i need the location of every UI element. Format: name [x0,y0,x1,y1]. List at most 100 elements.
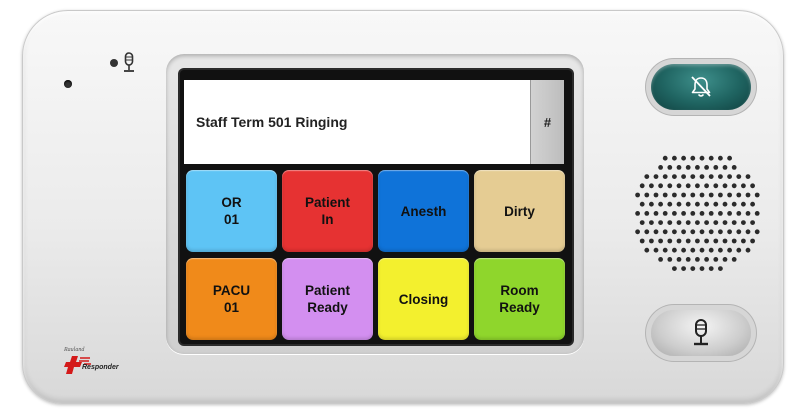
speaker-hole [658,238,663,244]
speaker-hole [731,238,737,244]
speaker-hole [699,211,705,216]
speaker-hole [667,220,673,225]
speaker-hole [690,211,696,216]
speaker-hole [685,257,691,262]
speaker-hole [685,183,691,189]
speaker-hole [754,192,760,198]
speaker-hole [667,257,673,262]
speaker-hole [699,192,705,198]
speaker-hole [754,229,760,235]
speaker-hole [731,183,737,189]
speaker-hole [722,238,728,244]
speaker-hole [639,183,645,189]
logo-prefix: Rauland [64,347,85,353]
speaker-hole [672,266,677,271]
touch-screen: Staff Term 501 Ringing # OR 01 Patient I… [180,70,572,344]
speaker-hole [681,211,686,216]
speaker-hole [658,165,663,170]
speaker-hole [745,211,751,216]
talk-button[interactable] [651,310,751,356]
speaker-hole [722,165,728,170]
mute-bell-icon [691,76,711,97]
speaker-hole [731,165,737,170]
speaker-hole [713,183,719,189]
speaker-hole [662,192,668,198]
speaker-hole [635,229,640,235]
speaker-hole [639,238,645,244]
status-button-grid: OR 01 Patient In Anesth Dirty PACU 01 Pa… [186,170,568,340]
call-status-text: Staff Term 501 Ringing [196,114,348,130]
speaker-hole [658,220,663,225]
speaker-hole [685,220,691,225]
speaker-hole [644,247,650,253]
speaker-hole [658,257,663,262]
microphone-icon [124,52,134,72]
speaker-hole [667,201,673,207]
speaker-hole [699,155,705,161]
speaker-hole [662,229,668,235]
speaker-hole [745,174,751,179]
mute-button[interactable] [651,64,751,110]
speaker-hole [708,155,714,161]
tile-patient-ready[interactable]: Patient Ready [282,258,373,340]
speaker-hole [672,192,677,198]
speaker-hole [699,229,705,235]
speaker-hole [718,174,723,179]
tile-dirty[interactable]: Dirty [474,170,565,252]
speaker-hole [690,266,696,271]
speaker-hole [662,211,668,216]
brand-logo: Rauland Responder [64,344,154,378]
speaker-hole [644,229,650,235]
logo-brand: Responder [82,364,119,371]
speaker-hole [736,247,742,253]
speaker-hole [695,257,700,262]
tile-room-ready[interactable]: Room Ready [474,258,565,340]
speaker-hole [722,201,728,207]
speaker-hole [649,183,654,189]
speaker-hole [685,201,691,207]
speaker-hole [741,183,746,189]
speaker-hole [635,192,640,198]
speaker-hole [727,247,732,253]
speaker-hole [667,183,673,189]
speaker-hole [672,229,677,235]
tile-patient-in[interactable]: Patient In [282,170,373,252]
microphone-hole [110,59,118,67]
microphone-icon [694,319,708,346]
speaker-hole [708,247,714,253]
speaker-hole [644,192,650,198]
speaker-hole [708,192,714,198]
speaker-grille [635,155,760,271]
tile-or-01[interactable]: OR 01 [186,170,277,252]
speaker-hole [713,257,719,262]
speaker-hole [722,220,728,225]
speaker-hole [681,155,686,161]
speaker-hole [713,165,719,170]
hash-key-button[interactable]: # [530,80,564,164]
speaker-hole [653,247,659,253]
speaker-hole [699,266,705,271]
speaker-hole [681,266,686,271]
speaker-hole [662,155,668,161]
speaker-hole [667,238,673,244]
speaker-hole [736,192,742,198]
tile-anesth[interactable]: Anesth [378,170,469,252]
speaker-hole [695,238,700,244]
speaker-hole [718,266,723,271]
speaker-hole [681,229,686,235]
speaker-hole [690,229,696,235]
speaker-hole [653,174,659,179]
speaker-hole [722,183,728,189]
speaker-hole [653,229,659,235]
speaker-hole [741,201,746,207]
speaker-hole [750,183,755,189]
speaker-hole [718,247,723,253]
speaker-hole [727,155,732,161]
tile-pacu-01[interactable]: PACU 01 [186,258,277,340]
speaker-hole [731,220,737,225]
speaker-hole [690,174,696,179]
tile-closing[interactable]: Closing [378,258,469,340]
speaker-hole [662,247,668,253]
speaker-hole [741,238,746,244]
speaker-hole [676,183,682,189]
